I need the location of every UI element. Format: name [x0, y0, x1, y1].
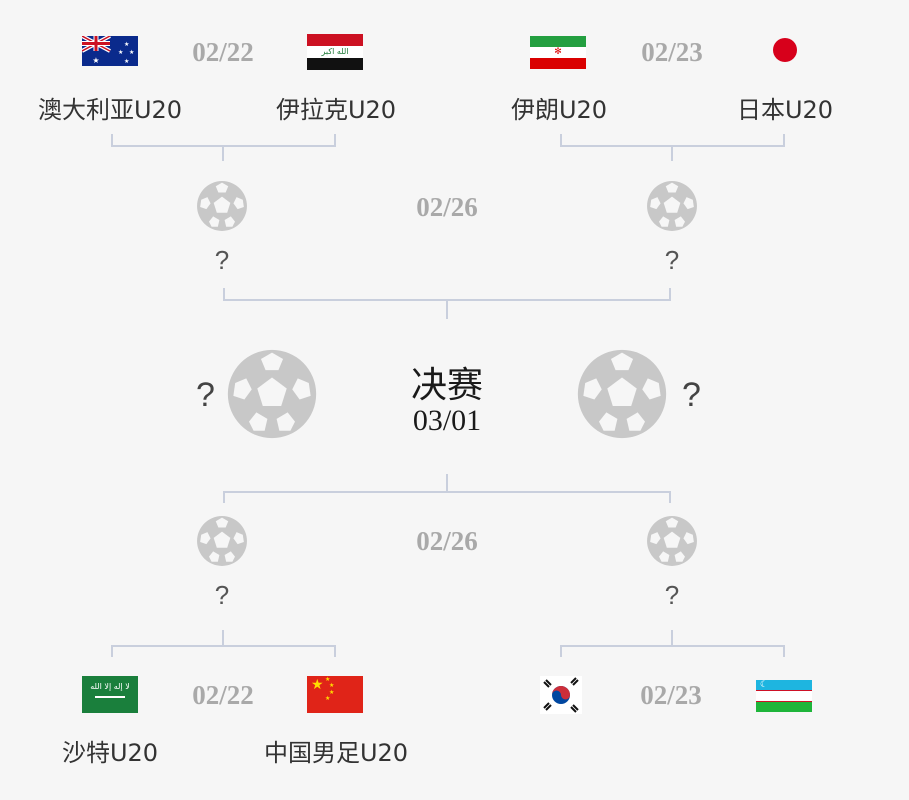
- match-date-bottom-right: 02/23: [640, 680, 702, 710]
- unknown-team-final-right: ?: [682, 376, 701, 414]
- team-name-japan: 日本U20: [736, 96, 834, 124]
- bracket-line: [560, 645, 562, 657]
- match-date-top-right: 02/23: [641, 37, 703, 67]
- bracket-line: [111, 134, 113, 146]
- match-date-semi-bottom: 02/26: [416, 526, 478, 556]
- bracket-line: [783, 134, 785, 146]
- match-date-bottom-left: 02/22: [192, 680, 254, 710]
- iran-flag-icon: ✻: [530, 36, 586, 69]
- bracket-line: [560, 134, 562, 146]
- bracket-line: [334, 645, 336, 657]
- unknown-team-semi-bottom-right: ?: [664, 580, 680, 610]
- svg-text:★: ★: [118, 49, 123, 56]
- bracket-line: [223, 491, 225, 503]
- bracket-line: [223, 288, 225, 300]
- final-title: 决赛: [410, 365, 484, 406]
- south-korea-flag-icon: [540, 676, 582, 714]
- bracket-line: [446, 299, 448, 319]
- bracket-line: [671, 145, 673, 161]
- soccer-ball-icon: [196, 515, 248, 567]
- soccer-ball-icon: [576, 348, 668, 440]
- soccer-ball-icon: [226, 348, 318, 440]
- bracket-line: [334, 134, 336, 146]
- match-date-semi-top: 02/26: [416, 192, 478, 222]
- saudi-arabia-flag-icon: لا إله إلا الله: [82, 676, 138, 713]
- bracket-line: [669, 491, 671, 503]
- team-name-iraq: 伊拉克U20: [275, 96, 397, 124]
- bracket-line: [560, 645, 785, 647]
- team-name-iran: 伊朗U20: [510, 96, 608, 124]
- bracket-line: [222, 145, 224, 161]
- iraq-flag-icon: الله اكبر: [307, 34, 363, 70]
- japan-flag-icon: [771, 36, 799, 64]
- china-flag-icon: ★ ★ ★ ★ ★: [307, 676, 363, 713]
- bracket-line: [671, 630, 673, 646]
- australia-flag-icon: ★ ★ ★ ★ ★: [82, 36, 138, 66]
- svg-text:★: ★: [124, 58, 129, 65]
- uzbekistan-flag-icon: ☾: [756, 680, 812, 712]
- match-date-top-left: 02/22: [192, 37, 254, 67]
- soccer-ball-icon: [646, 180, 698, 232]
- svg-text:★: ★: [92, 56, 99, 65]
- bracket-line: [446, 474, 448, 492]
- unknown-team-semi-top-left: ?: [214, 245, 230, 275]
- bracket-line: [783, 645, 785, 657]
- bracket-line: [111, 645, 113, 657]
- team-name-australia: 澳大利亚U20: [37, 96, 183, 124]
- soccer-ball-icon: [196, 180, 248, 232]
- bracket-line: [222, 630, 224, 646]
- soccer-ball-icon: [646, 515, 698, 567]
- team-name-saudi-arabia: 沙特U20: [61, 739, 159, 767]
- svg-text:★: ★: [129, 49, 134, 56]
- team-name-china: 中国男足U20: [263, 739, 409, 767]
- bracket-line: [111, 645, 336, 647]
- bracket-line: [669, 288, 671, 300]
- bracket-line: [223, 491, 671, 493]
- unknown-team-final-left: ?: [196, 376, 215, 414]
- final-date: 03/01: [412, 404, 482, 437]
- unknown-team-semi-top-right: ?: [664, 245, 680, 275]
- unknown-team-semi-bottom-left: ?: [214, 580, 230, 610]
- svg-text:★: ★: [124, 41, 129, 48]
